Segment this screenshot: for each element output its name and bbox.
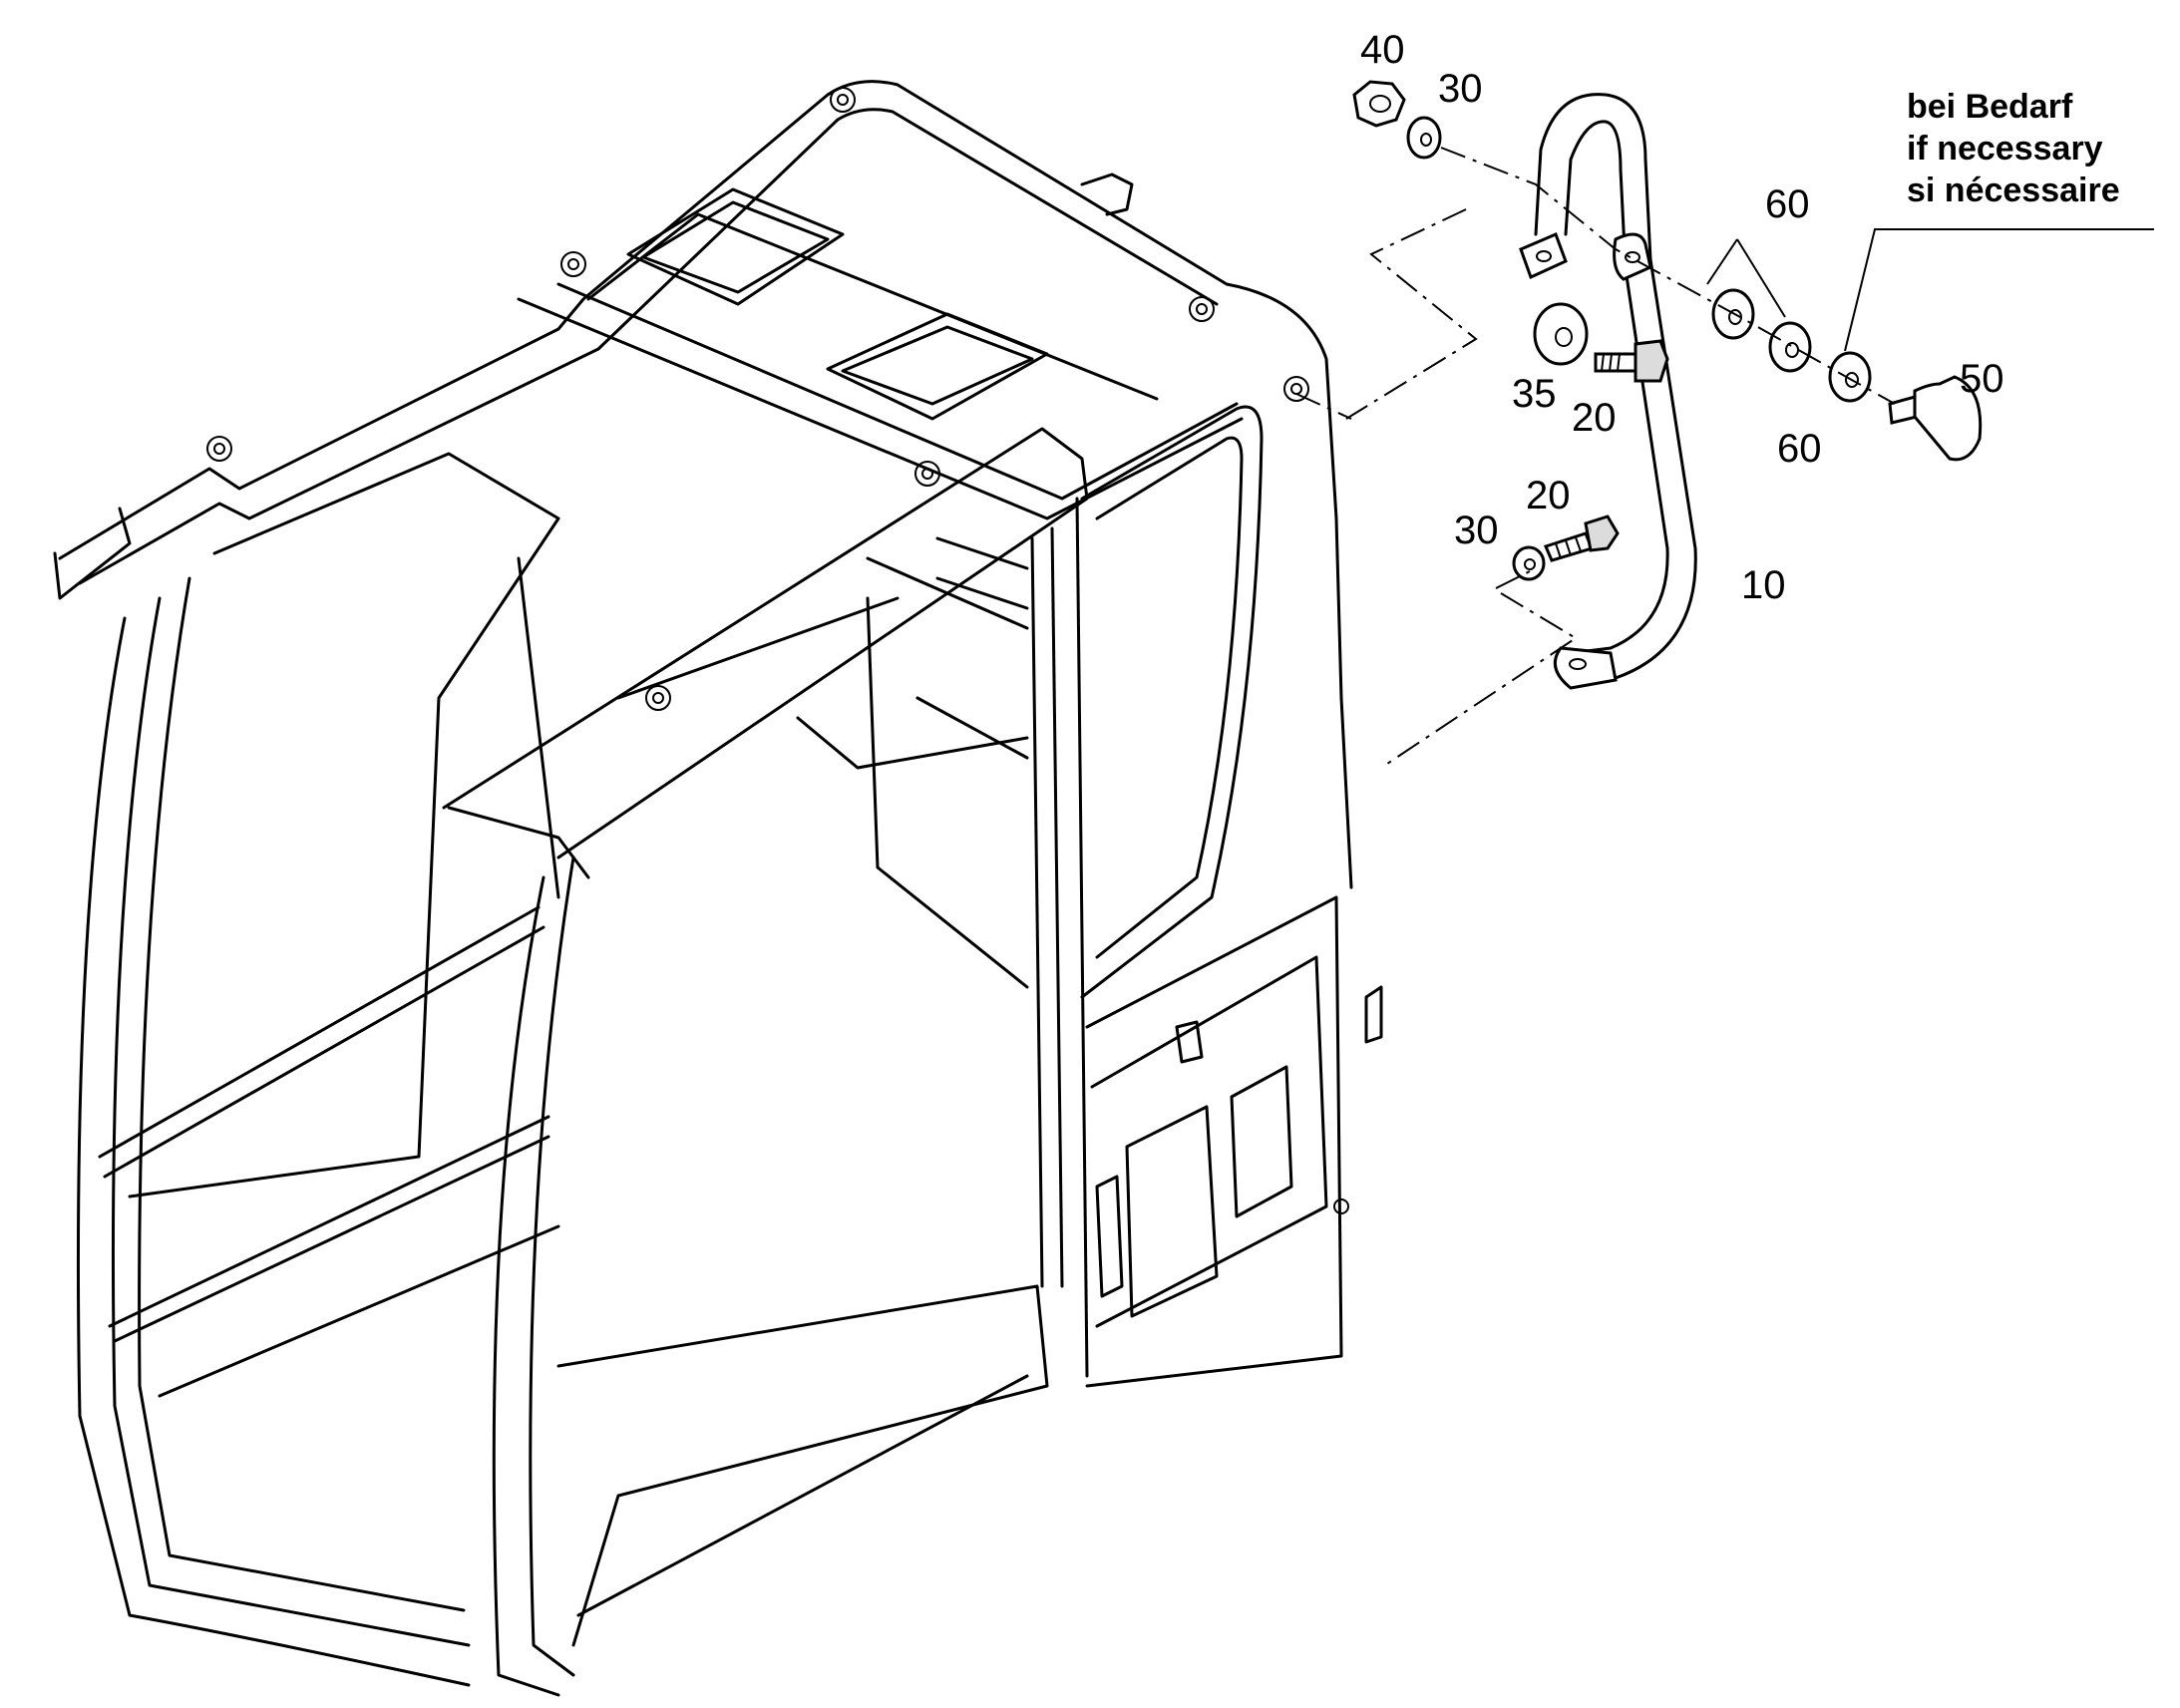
cap-50 [1888, 375, 1983, 462]
handrail-assembly [1519, 93, 1697, 690]
callout-labels: 40 30 60 35 20 50 60 20 30 10 bei Bedarf… [1360, 28, 2120, 607]
handrail [1534, 93, 1697, 680]
callout-60-top: 60 [1765, 182, 1810, 226]
note-english: if necessary [1907, 130, 2103, 168]
callout-60-bottom: 60 [1777, 427, 1822, 471]
callout-35: 35 [1512, 372, 1557, 416]
fasteners [1352, 80, 1983, 581]
callout-50: 50 [1960, 357, 2004, 401]
assembly-lines [1295, 147, 1896, 769]
washer-30-lower [1512, 545, 1546, 581]
washer-60-c [1828, 351, 1872, 403]
bolt-20-lower [1543, 514, 1620, 562]
callout-20-upper: 20 [1572, 396, 1617, 440]
note-french: si nécessaire [1907, 171, 2120, 209]
operator-cab-frame [53, 80, 1383, 1697]
callout-40: 40 [1360, 28, 1405, 72]
leader-lines [1706, 228, 2154, 352]
note-german: bei Bedarf [1907, 88, 2073, 126]
washer-60-b [1768, 321, 1812, 373]
washer-35 [1533, 302, 1589, 366]
washer-30-top [1406, 116, 1442, 160]
callout-10: 10 [1741, 563, 1786, 607]
handrail-lower-tab [1553, 646, 1618, 690]
nut-40 [1352, 80, 1406, 128]
bolt-20-upper [1594, 339, 1669, 383]
callout-30-top: 30 [1438, 67, 1483, 111]
callout-20-lower: 20 [1526, 474, 1571, 517]
callout-30-lower: 30 [1454, 509, 1499, 552]
handrail-upper-tab [1519, 231, 1568, 280]
